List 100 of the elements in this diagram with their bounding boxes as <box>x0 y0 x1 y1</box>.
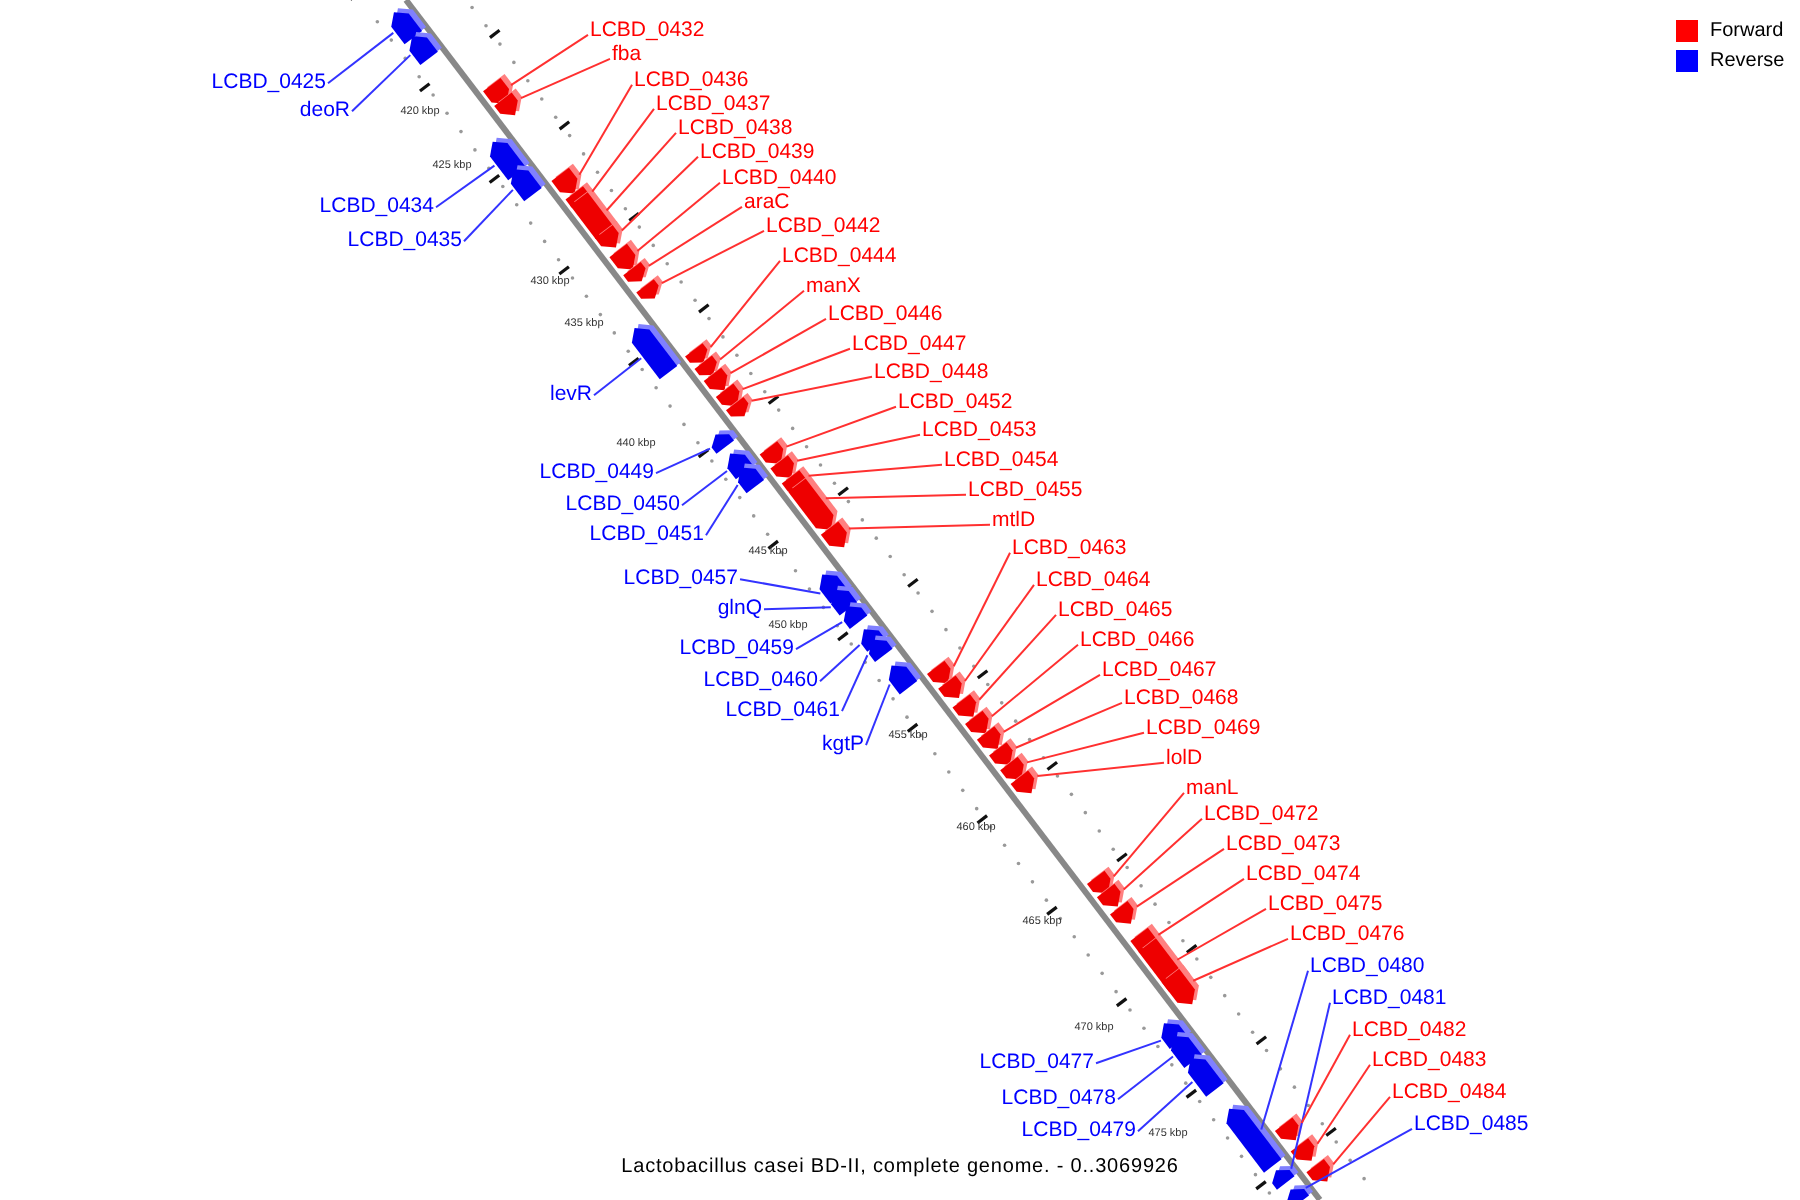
leader-line <box>1192 937 1289 982</box>
gene-block <box>1274 1113 1303 1141</box>
leader-line <box>841 654 869 713</box>
leader-line <box>519 57 611 100</box>
gene-block <box>494 88 522 116</box>
gene-block <box>938 671 966 698</box>
gene-block <box>703 363 732 391</box>
leader-line <box>636 181 721 252</box>
gene-label: LCBD_0464 <box>1036 568 1151 592</box>
gene-label: LCBD_0425 <box>211 70 326 94</box>
gene-block <box>609 239 640 270</box>
gene-block <box>510 165 546 202</box>
gene-label: LCBD_0476 <box>1290 922 1405 946</box>
leader-line <box>795 621 844 651</box>
gene-label: LCBD_0467 <box>1102 658 1217 682</box>
leader-line <box>1304 1127 1413 1189</box>
leader-line <box>865 683 891 747</box>
gene-label: LCBD_0463 <box>1012 536 1127 560</box>
leader-line <box>741 347 851 391</box>
gene-block <box>1110 897 1138 924</box>
gene-block <box>1286 1185 1313 1200</box>
gene-label: glnQ <box>717 596 762 620</box>
leader-line <box>709 259 781 349</box>
gene-label: LCBD_0468 <box>1124 686 1239 710</box>
leader-line <box>824 493 967 500</box>
leader-line <box>729 317 827 375</box>
gene-label: LCBD_0452 <box>898 390 1013 414</box>
leader-line <box>1117 1055 1175 1101</box>
gene-block <box>843 602 872 629</box>
leader-line <box>1095 1039 1162 1065</box>
leader-line <box>705 483 739 537</box>
gene-label: LCBD_0438 <box>678 116 793 140</box>
gene-label: mtlD <box>992 508 1036 532</box>
gene-label: LCBD_0448 <box>874 360 989 384</box>
gene-label: LCBD_0453 <box>922 418 1037 442</box>
leader-line <box>647 205 743 267</box>
gene-label: LCBD_0459 <box>679 636 794 660</box>
gene-block <box>636 275 663 299</box>
gene-label: manL <box>1186 776 1239 800</box>
gene-block <box>685 339 712 363</box>
leader-line <box>1137 1080 1194 1133</box>
gene-label: kgtP <box>821 732 864 756</box>
leader-line <box>1112 791 1185 878</box>
leader-line <box>578 83 633 176</box>
leader-line <box>1135 847 1225 908</box>
leader-line <box>739 578 822 595</box>
leader-line <box>763 606 832 611</box>
gene-label: LCBD_0451 <box>589 522 704 546</box>
leader-line <box>807 463 943 477</box>
leader-line <box>1122 817 1203 891</box>
gene-label: lolD <box>1166 746 1203 770</box>
gene-label: LCBD_0444 <box>782 244 897 268</box>
gene-block <box>595 221 623 248</box>
gene-label: LCBD_0479 <box>1021 1118 1136 1142</box>
gene-block <box>1161 964 1199 1005</box>
gene-block <box>1096 879 1125 907</box>
gene-label: LCBD_0436 <box>634 68 749 92</box>
gene-block <box>409 32 442 66</box>
gene-block <box>989 738 1017 765</box>
gene-label: LCBD_0473 <box>1226 832 1341 856</box>
gene-block <box>976 722 1005 749</box>
gene-label: LCBD_0449 <box>539 460 654 484</box>
gene-label: LCBD_0466 <box>1080 628 1195 652</box>
gene-label: LCBD_0447 <box>852 332 967 356</box>
leader-line <box>819 644 861 683</box>
leader-line <box>1036 761 1165 778</box>
gene-label: LCBD_0446 <box>828 302 943 326</box>
gene-label: LCBD_0439 <box>700 140 815 164</box>
gene-label: LCBD_0455 <box>968 478 1083 502</box>
gene-label: LCBD_0477 <box>979 1050 1094 1074</box>
leader-line <box>351 54 412 113</box>
leader-line <box>796 433 921 462</box>
gene-label: LCBD_0432 <box>590 18 705 42</box>
leader-line <box>681 470 729 507</box>
gene-block <box>711 430 738 454</box>
leader-line <box>605 131 677 212</box>
leader-line <box>1157 877 1245 936</box>
leader-line <box>1176 907 1267 961</box>
gene-block <box>1010 766 1039 794</box>
gene-block <box>759 437 788 464</box>
gene-label: LCBD_0475 <box>1268 892 1383 916</box>
leader-line <box>1300 1033 1351 1125</box>
gene-block <box>927 656 955 684</box>
gene-block <box>631 324 682 380</box>
leader-line <box>952 551 1011 668</box>
gene-label: LCBD_0450 <box>565 492 680 516</box>
gene-block <box>623 257 650 282</box>
gene-block <box>551 163 582 194</box>
leader-line <box>750 375 873 402</box>
gene-label: LCBD_0435 <box>347 228 462 252</box>
leader-line <box>620 155 699 232</box>
leader-line <box>1316 1063 1371 1145</box>
legend-label: Forward <box>1710 18 1784 44</box>
gene-block <box>888 661 922 695</box>
gene-label: LCBD_0434 <box>319 194 434 218</box>
leader-line <box>719 289 805 361</box>
caption: Lactobacillus casei BD-II, complete genome. - 0..3069926 <box>621 1154 1179 1180</box>
gene-block <box>738 463 769 494</box>
gene-block <box>1000 752 1028 780</box>
leader-line <box>1290 1001 1331 1170</box>
